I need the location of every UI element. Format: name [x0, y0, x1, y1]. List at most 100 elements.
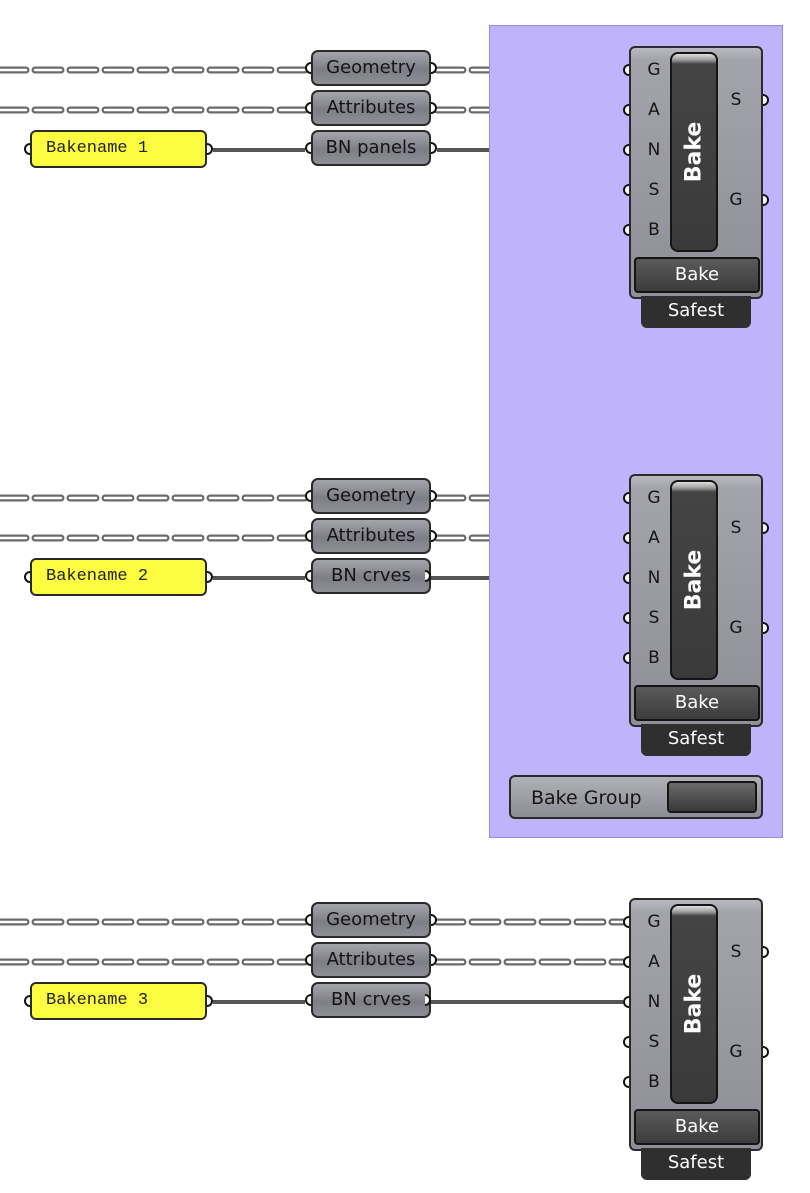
- bake-button-label: Bake: [674, 692, 720, 713]
- bakename-param[interactable]: BN panels: [311, 130, 431, 166]
- param-output-grip[interactable]: [425, 570, 431, 582]
- input-grip-a[interactable]: [623, 104, 629, 116]
- input-grip-b[interactable]: [623, 1076, 629, 1088]
- input-label-a: A: [648, 100, 660, 120]
- bakename-panel-2[interactable]: Bakename 2: [30, 558, 207, 596]
- input-grip-s[interactable]: [623, 1036, 629, 1048]
- attributes-param[interactable]: Attributes: [311, 942, 431, 978]
- param-input-grip[interactable]: [305, 490, 311, 502]
- output-grip-s[interactable]: [763, 522, 769, 534]
- param-input-grip[interactable]: [305, 914, 311, 926]
- input-grip-n[interactable]: [623, 144, 629, 156]
- bake-group-toggle[interactable]: Bake Group: [509, 775, 763, 819]
- input-grip-a[interactable]: [623, 532, 629, 544]
- input-grip-g[interactable]: [623, 492, 629, 504]
- bakename-param[interactable]: BN crves: [311, 558, 431, 594]
- toggle-switch[interactable]: [667, 781, 757, 813]
- panel-output-grip[interactable]: [207, 143, 213, 155]
- param-input-grip[interactable]: [305, 994, 311, 1006]
- attributes-param[interactable]: Attributes: [311, 518, 431, 554]
- param-input-grip[interactable]: [305, 954, 311, 966]
- input-grip-g[interactable]: [623, 916, 629, 928]
- panel-text: Bakename 2: [46, 567, 149, 586]
- input-label-g: G: [647, 60, 661, 80]
- panel-input-grip[interactable]: [24, 995, 30, 1007]
- param-input-grip[interactable]: [305, 530, 311, 542]
- bake-button-label: Bake: [674, 1116, 720, 1137]
- output-label-g: G: [729, 1042, 743, 1062]
- bake-component-body[interactable]: G A N S B Bake S G Bake: [629, 898, 763, 1151]
- output-label-s: S: [730, 518, 742, 538]
- param-label: BN crves: [331, 989, 411, 1010]
- param-output-grip[interactable]: [431, 914, 437, 926]
- output-grip-g[interactable]: [763, 1046, 769, 1058]
- bakename-param[interactable]: BN crves: [311, 982, 431, 1018]
- output-grip-s[interactable]: [763, 946, 769, 958]
- param-input-grip[interactable]: [305, 102, 311, 114]
- param-output-grip[interactable]: [431, 62, 437, 74]
- geometry-param[interactable]: Geometry: [311, 50, 431, 86]
- input-grip-a[interactable]: [623, 956, 629, 968]
- input-grip-s[interactable]: [623, 184, 629, 196]
- bake-component-2[interactable]: G A N S B Bake S G Bake Safest: [623, 474, 769, 764]
- output-grip-g[interactable]: [763, 194, 769, 206]
- attributes-param[interactable]: Attributes: [311, 90, 431, 126]
- param-output-grip[interactable]: [431, 954, 437, 966]
- input-label-g: G: [647, 488, 661, 508]
- param-output-grip[interactable]: [431, 530, 437, 542]
- input-label-n: N: [647, 140, 661, 160]
- output-label-s: S: [730, 90, 742, 110]
- input-label-b: B: [648, 220, 660, 240]
- bake-title: Bake: [681, 121, 707, 183]
- input-label-s: S: [648, 608, 660, 628]
- input-label-b: B: [648, 1072, 660, 1092]
- panel-text: Bakename 3: [46, 991, 149, 1010]
- output-grip-s[interactable]: [763, 94, 769, 106]
- input-label-n: N: [647, 568, 661, 588]
- output-label-g: G: [729, 618, 743, 638]
- bakename-panel-1[interactable]: Bakename 1: [30, 130, 207, 168]
- bake-button[interactable]: Bake: [634, 685, 760, 721]
- output-grip-g[interactable]: [763, 622, 769, 634]
- panel-input-grip[interactable]: [24, 571, 30, 583]
- param-label: Geometry: [326, 909, 416, 930]
- bakename-panel-3[interactable]: Bakename 3: [30, 982, 207, 1020]
- output-label-s: S: [730, 942, 742, 962]
- bake-mode-label: Safest: [667, 1152, 725, 1173]
- bake-component-title: Bake: [670, 480, 718, 680]
- param-input-grip[interactable]: [305, 142, 311, 154]
- param-output-grip[interactable]: [431, 142, 437, 154]
- param-input-grip[interactable]: [305, 62, 311, 74]
- bake-mode-tab: Safest: [641, 296, 751, 328]
- input-grip-b[interactable]: [623, 224, 629, 236]
- bake-component-title: Bake: [670, 904, 718, 1104]
- bake-component-body[interactable]: G A N S B Bake S G Bake: [629, 46, 763, 299]
- param-output-grip[interactable]: [431, 490, 437, 502]
- param-label: BN panels: [325, 137, 417, 158]
- bake-component-1[interactable]: G A N S B Bake S G Bake Safest: [623, 46, 769, 336]
- panel-input-grip[interactable]: [24, 143, 30, 155]
- input-grip-n[interactable]: [623, 996, 629, 1008]
- param-output-grip[interactable]: [425, 994, 431, 1006]
- input-grip-g[interactable]: [623, 64, 629, 76]
- input-grip-s[interactable]: [623, 612, 629, 624]
- input-label-g: G: [647, 912, 661, 932]
- geometry-param[interactable]: Geometry: [311, 902, 431, 938]
- param-label: Attributes: [326, 949, 416, 970]
- param-label: BN crves: [331, 565, 411, 586]
- geometry-param[interactable]: Geometry: [311, 478, 431, 514]
- bake-title: Bake: [681, 973, 707, 1035]
- bake-title: Bake: [681, 549, 707, 611]
- bake-component-body[interactable]: G A N S B Bake S G Bake: [629, 474, 763, 727]
- param-input-grip[interactable]: [305, 570, 311, 582]
- param-output-grip[interactable]: [431, 102, 437, 114]
- input-grip-n[interactable]: [623, 572, 629, 584]
- bake-button[interactable]: Bake: [634, 1109, 760, 1145]
- input-grip-b[interactable]: [623, 652, 629, 664]
- panel-output-grip[interactable]: [207, 995, 213, 1007]
- panel-output-grip[interactable]: [207, 571, 213, 583]
- bake-component-3[interactable]: G A N S B Bake S G Bake Safest: [623, 898, 769, 1188]
- bake-button[interactable]: Bake: [634, 257, 760, 293]
- input-label-b: B: [648, 648, 660, 668]
